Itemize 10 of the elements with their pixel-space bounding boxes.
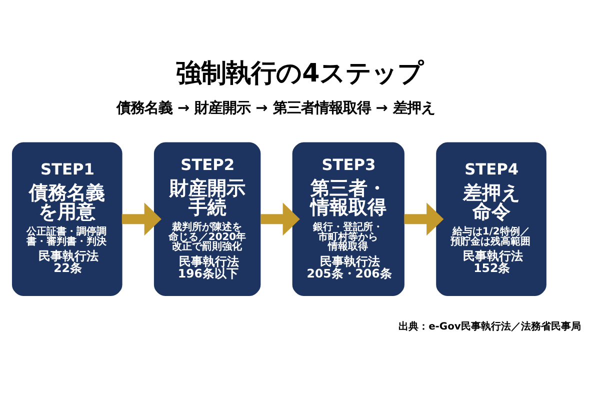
node-box: STEP2 財産開示手続 裁判所が陳述を命じる／2020年改正で罰則強化 民事執行法196条以下 — [154, 142, 261, 296]
arrow — [122, 202, 162, 236]
label: 債務名義 → 財産開示 → 第三者情報取得 → 差押え — [116, 100, 435, 116]
caption: 出典：e-Gov民事執行法／法務省民事局 — [398, 321, 581, 332]
node-box: STEP4 差押え命令 給与は1/2特例／預貯金は残高範囲 民事執行法152条 — [436, 142, 546, 296]
diagram-title: 強制執行の4ステップ — [176, 57, 424, 88]
arrow — [260, 202, 300, 236]
arrow — [404, 202, 444, 236]
node-box: STEP1 債務名義を用意 公正証書・調停調書・審判書・判決 民事執行法22条 — [12, 142, 122, 296]
node-box: STEP3 第三者・情報取得 銀行・登記所・市町村等から情報取得 民事執行法205条・206条 — [292, 142, 404, 296]
